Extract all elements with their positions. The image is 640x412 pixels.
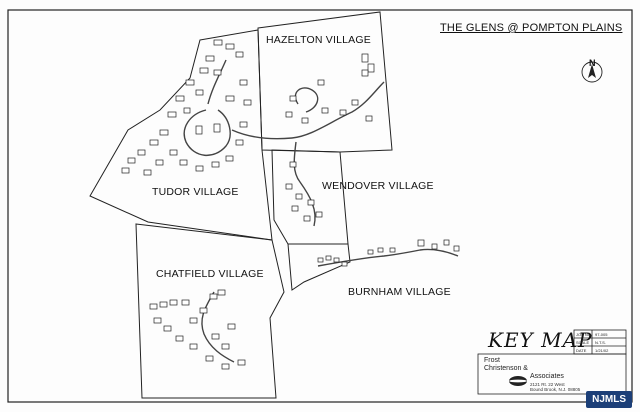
firm-logo-icon xyxy=(509,376,527,386)
chatfield-road xyxy=(201,291,235,363)
date-value: 1/21/02 xyxy=(595,348,609,353)
tudor-boundary xyxy=(89,29,273,241)
wendover-road xyxy=(293,141,316,227)
main-road xyxy=(231,81,385,140)
job-no-label: JOB NO. xyxy=(576,332,593,337)
burnham-road xyxy=(317,248,459,267)
title-block-lines xyxy=(477,329,627,395)
hazelton-boundary xyxy=(257,11,393,153)
firm-address-line2: Bound Brook, N.J. 08805 xyxy=(530,387,581,392)
firm-name-line2: Christenson & xyxy=(484,365,528,372)
north-label: N xyxy=(589,58,596,68)
label-hazelton-village: HAZELTON VILLAGE xyxy=(266,34,371,46)
label-chatfield-village: CHATFIELD VILLAGE xyxy=(156,268,264,280)
roads xyxy=(183,59,459,363)
job-no-value: 97-005 xyxy=(595,332,608,337)
hazelton-loop xyxy=(294,87,319,113)
tudor-loop xyxy=(183,109,231,156)
label-wendover-village: WENDOVER VILLAGE xyxy=(322,180,434,192)
watermark-badge: NJMLS xyxy=(586,391,632,408)
date-label: DATE xyxy=(576,348,587,353)
label-burnham-village: BURNHAM VILLAGE xyxy=(348,286,451,298)
plan-title: THE GLENS @ POMPTON PLAINS xyxy=(440,22,623,34)
chatfield-boundary xyxy=(135,223,285,399)
key-map-heading: KEY MAP xyxy=(488,328,593,352)
building-footprints xyxy=(121,39,460,370)
village-boundaries xyxy=(89,11,393,399)
label-tudor-village: TUDOR VILLAGE xyxy=(152,186,239,198)
firm-address-line1: 2121 Rt. 22 West xyxy=(530,382,565,387)
burnham-boundary xyxy=(287,243,351,291)
scale-label: SCALE xyxy=(576,340,590,345)
map-frame xyxy=(7,9,633,403)
firm-name-line3: Associates xyxy=(530,373,564,380)
firm-name-line1: Frost xyxy=(484,357,500,364)
scale-value: N.T.S. xyxy=(595,340,606,345)
tudor-north-road xyxy=(207,59,227,105)
north-arrow-icon xyxy=(581,61,603,83)
